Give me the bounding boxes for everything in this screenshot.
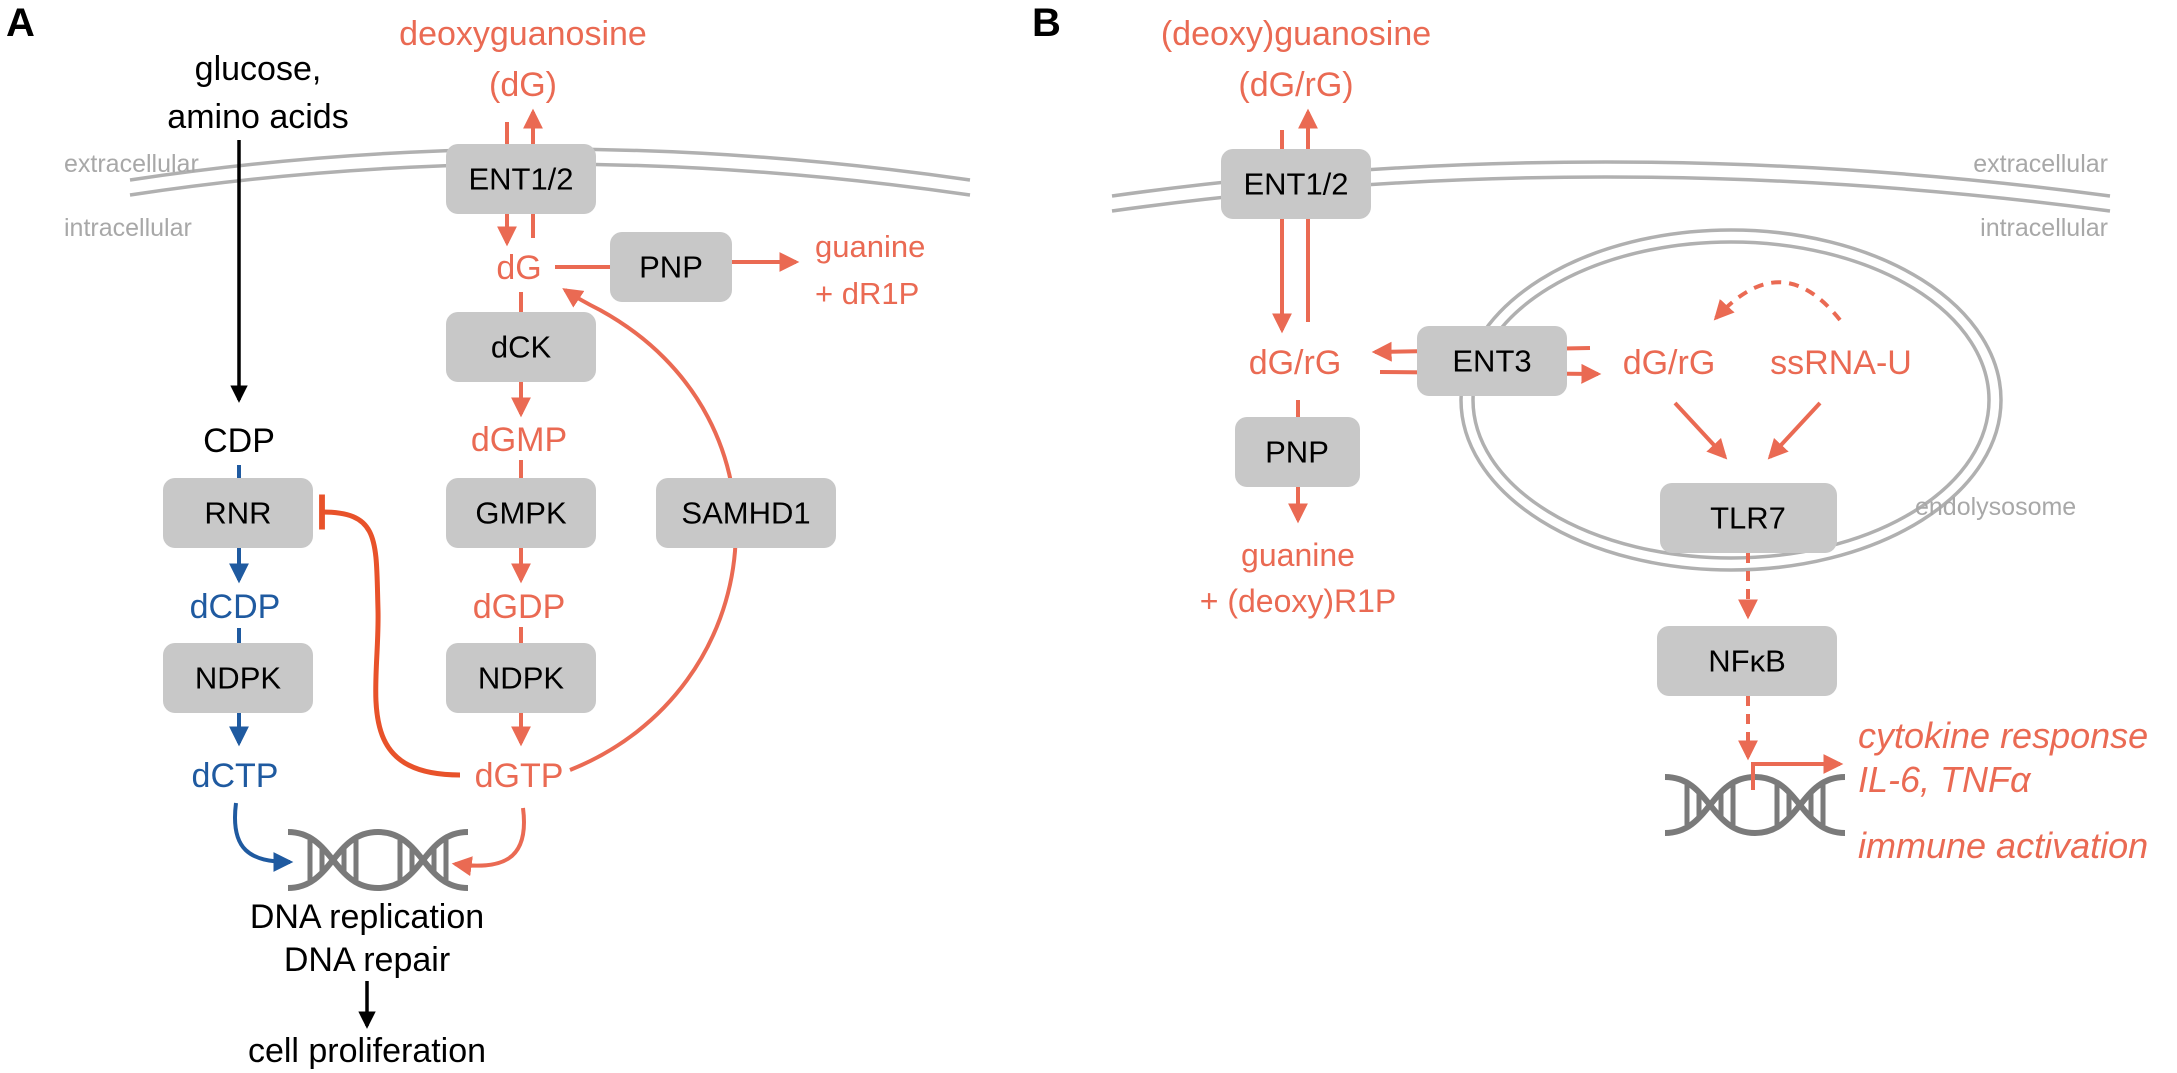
pnp-node-a-label: PNP bbox=[639, 250, 703, 285]
dna-replication-label: DNA replication bbox=[250, 898, 484, 936]
samhd1-dgtp-to-dg-arrow bbox=[562, 288, 738, 772]
endolysosome-inner bbox=[1471, 240, 1991, 560]
rnr-node bbox=[163, 478, 313, 548]
panel-a-intracellular-label: intracellular bbox=[64, 214, 192, 242]
nfkb-node-label: NFκB bbox=[1708, 644, 1786, 679]
dgrg-to-tlr7-arrow bbox=[1673, 401, 1728, 460]
amino-acids-label: amino acids bbox=[167, 98, 348, 136]
pnp-node-b bbox=[1235, 417, 1360, 487]
panel-b-extracellular-label: extracellular bbox=[1973, 150, 2108, 178]
dna-helix-icon bbox=[288, 832, 468, 888]
transcription-start-arrow bbox=[1751, 754, 1844, 790]
pnp-node-a bbox=[610, 232, 732, 302]
dg-extracellular-label: (dG) bbox=[489, 66, 557, 104]
dck-node bbox=[446, 312, 596, 382]
dck-node-label: dCK bbox=[491, 330, 552, 365]
tlr7-node bbox=[1660, 483, 1837, 553]
pnp-node-b-label: PNP bbox=[1265, 435, 1329, 470]
dgrg-endolysosome-label: dG/rG bbox=[1623, 344, 1716, 382]
endolysosome-outer bbox=[1459, 228, 2003, 572]
gmpk-node bbox=[446, 478, 596, 548]
dna-repair-label: DNA repair bbox=[284, 941, 450, 979]
guanine-label-a: guanine bbox=[815, 229, 925, 264]
dr1p-label-a: + dR1P bbox=[815, 276, 919, 311]
rnr-node-label: RNR bbox=[204, 496, 271, 531]
dgdp-label: dGDP bbox=[473, 588, 566, 626]
dgmp-label: dGMP bbox=[471, 421, 567, 459]
dg-intracellular-label: dG bbox=[496, 249, 541, 287]
glucose-label: glucose, bbox=[195, 50, 322, 88]
ssrna-to-tlr7-arrow bbox=[1767, 401, 1822, 460]
ent12-node-a bbox=[446, 144, 596, 214]
dgtp-label: dGTP bbox=[475, 757, 564, 795]
ndpk-node-right bbox=[446, 643, 596, 713]
ent12-node-b-label: ENT1/2 bbox=[1243, 167, 1348, 202]
dgtp-to-dna-arrow bbox=[451, 807, 526, 877]
panel-a-extracellular-label: extracellular bbox=[64, 150, 199, 178]
ent12-node-a-label: ENT1/2 bbox=[468, 162, 573, 197]
cell-proliferation-label: cell proliferation bbox=[248, 1032, 486, 1070]
ssrna-u-label: ssRNA-U bbox=[1770, 344, 1912, 382]
dgrg-cytosol-label: dG/rG bbox=[1249, 344, 1342, 382]
cdp-label: CDP bbox=[203, 422, 275, 460]
samhd1-node-label: SAMHD1 bbox=[681, 496, 810, 531]
ndpk-node-right-label: NDPK bbox=[478, 661, 564, 696]
immune-activation-label: immune activation bbox=[1858, 825, 2148, 866]
panel-a: A extracellular intracellular glucose, a… bbox=[6, 1, 971, 1070]
gmpk-node-label: GMPK bbox=[475, 496, 567, 531]
ndpk-node-left-label: NDPK bbox=[195, 661, 281, 696]
cytokine-response-label: cytokine response bbox=[1858, 715, 2148, 756]
il6-tnfa-label: IL-6, TNFα bbox=[1858, 759, 2032, 800]
panel-b-intracellular-label: intracellular bbox=[1980, 214, 2108, 242]
panel-b: B extracellular intracellular (deoxy)gua… bbox=[1032, 1, 2148, 866]
dctp-label: dCTP bbox=[192, 757, 279, 795]
dctp-to-dna-arrow bbox=[233, 802, 294, 872]
samhd1-node bbox=[656, 478, 836, 548]
ssrna-to-dgrg-dashed-arrow bbox=[1713, 280, 1842, 322]
ndpk-node-left bbox=[163, 643, 313, 713]
deoxy-r1p-label: + (deoxy)R1P bbox=[1200, 583, 1397, 619]
ent3-node-label: ENT3 bbox=[1452, 344, 1531, 379]
dcdp-label: dCDP bbox=[190, 588, 281, 626]
nfkb-node bbox=[1657, 626, 1837, 696]
panel-a-label: A bbox=[6, 1, 35, 45]
guanine-label-b: guanine bbox=[1241, 537, 1355, 573]
dgtp-inhibits-rnr bbox=[319, 494, 461, 778]
ent12-node-b bbox=[1221, 149, 1371, 219]
deoxyguanosine-label: deoxyguanosine bbox=[399, 15, 647, 53]
dg-rg-extracellular-label: (dG/rG) bbox=[1238, 66, 1353, 104]
tlr7-node-label: TLR7 bbox=[1710, 501, 1786, 536]
ent3-node bbox=[1417, 326, 1567, 396]
panel-b-label: B bbox=[1032, 1, 1061, 45]
deoxy-guanosine-label: (deoxy)guanosine bbox=[1161, 15, 1431, 53]
endolysosome-label: endolysosome bbox=[1915, 493, 2076, 521]
